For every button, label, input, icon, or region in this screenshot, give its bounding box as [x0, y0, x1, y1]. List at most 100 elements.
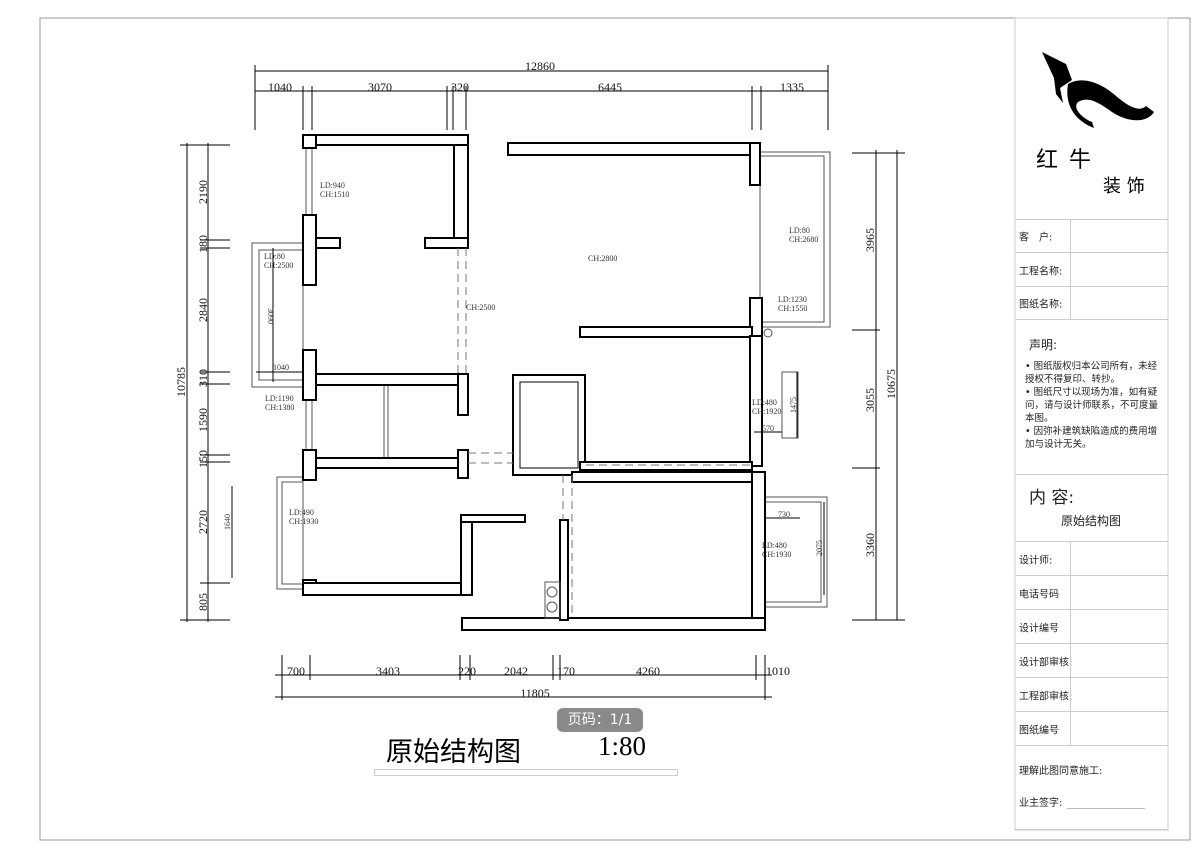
content-value: 原始结构图	[1061, 514, 1122, 528]
field-label: 设计师:	[1019, 555, 1053, 566]
ch-label: CH:1510	[320, 190, 349, 199]
field-designer: 设计师:	[1015, 542, 1168, 576]
dim-left-2: 180	[196, 235, 210, 253]
plan-title: 原始结构图	[386, 737, 521, 767]
dim-left-7: 2720	[196, 510, 210, 534]
room-labels: LD:940 CH:1510 LD:80 CH:2500 LD:1190 CH:…	[264, 181, 818, 559]
ld-label: LD:480	[752, 398, 777, 407]
ld-label: LD:480	[762, 541, 787, 550]
dim-top-5: 1335	[780, 80, 804, 94]
dim-left-3: 2840	[196, 298, 210, 322]
ch-label: CH:1930	[289, 517, 318, 526]
dim-right-3: 3360	[863, 533, 877, 557]
field-phone: 电话号码	[1015, 576, 1168, 610]
walls	[302, 134, 773, 631]
company-name-line2: 装 饰	[1103, 176, 1145, 197]
ld-label: LD:490	[289, 508, 314, 517]
dim-bottom-5: 170	[557, 664, 575, 678]
dim-right-2: 3055	[863, 388, 877, 412]
dim-inner-1040: 1040	[273, 363, 289, 372]
dim-bottom-3: 220	[458, 664, 476, 678]
field-label: 图纸编号	[1019, 725, 1059, 736]
dim-left-1: 2190	[196, 180, 210, 204]
field-label: 图纸名称:	[1019, 299, 1063, 311]
dim-inner-1640: 1640	[223, 514, 232, 530]
statement-list: • 图纸版权归本公司所有，未经授权不得复印、转抄。 • 图纸尺寸以现场为准，如有…	[1025, 360, 1165, 451]
field-drawing-name: 图纸名称:	[1015, 287, 1168, 320]
right-dimensions: 3965 3055 3360 10675	[852, 150, 905, 621]
ld-label: LD:80	[789, 226, 810, 235]
drawing-frame	[39, 17, 1191, 841]
dim-top-3: 320	[451, 80, 469, 94]
ld-label: LD:940	[320, 181, 345, 190]
ch-label: CH:1550	[778, 304, 807, 313]
dim-left-8: 805	[196, 593, 210, 611]
ch-label: CH:2800	[588, 254, 617, 263]
dim-left-4: 310	[196, 369, 210, 387]
statement-title: 声明:	[1029, 338, 1058, 352]
field-label: 工程名称:	[1019, 266, 1063, 277]
field-drawing-number: 图纸编号	[1015, 712, 1168, 746]
statement-item: • 图纸尺寸以现场为准，如有疑问，请与设计师联系，不可度量本图。	[1025, 387, 1159, 424]
ch-label: CH:2680	[789, 235, 818, 244]
dim-inner-1475: 1475	[789, 397, 798, 413]
field-label: 设计部审核:	[1019, 657, 1073, 668]
owner-sign-line[interactable]	[1067, 808, 1145, 809]
dim-bottom-7: 1010	[766, 664, 790, 678]
approve-text: 理解此图同意施工:	[1019, 766, 1103, 777]
top-dimensions: 12860 1040 3070 320 6445 1335	[254, 59, 829, 130]
statement-item: • 因弥补建筑缺陷造成的费用增加与设计无关。	[1025, 426, 1158, 450]
ch-label: CH:1930	[762, 550, 791, 559]
approval-section: 理解此图同意施工: 业主签字:	[1015, 746, 1168, 830]
ch-label: CH:1920	[752, 407, 781, 416]
inner-dimensions: 3090 1040 1640 1475 570 730 2075	[223, 248, 825, 595]
dim-inner-730: 730	[778, 510, 790, 519]
dim-left-6: 150	[196, 450, 210, 468]
left-dimensions: 2190 180 2840 310 1590 150 2720 805 1078…	[174, 143, 230, 622]
field-client: 客 户:	[1015, 219, 1168, 253]
dim-inner-3090: 3090	[266, 308, 275, 324]
statement-item: • 图纸版权归本公司所有，未经授权不得复印、转抄。	[1025, 361, 1158, 385]
dim-bottom-total: 11805	[520, 686, 550, 700]
dim-bottom-1: 700	[287, 664, 305, 678]
dim-top-1: 1040	[268, 80, 292, 94]
field-design-number: 设计编号	[1015, 610, 1168, 644]
statement-section: 声明: • 图纸版权归本公司所有，未经授权不得复印、转抄。 • 图纸尺寸以现场为…	[1015, 320, 1168, 475]
field-engineering-review: 工程部审核:	[1015, 678, 1168, 712]
ld-label: LD:1190	[265, 394, 294, 403]
field-label: 客 户:	[1019, 232, 1053, 244]
dim-bottom-4: 2042	[504, 664, 528, 678]
company-logo-icon	[1042, 52, 1154, 128]
page-number-badge: 页码：1/1	[557, 708, 643, 732]
ch-label: CH:1380	[265, 403, 294, 412]
field-label: 设计编号	[1019, 623, 1059, 634]
field-project-name: 工程名称:	[1015, 253, 1168, 287]
plan-scale: 1:80	[598, 731, 647, 761]
dim-left-5: 1590	[196, 408, 210, 432]
openings	[457, 248, 750, 618]
dim-right-1: 3965	[863, 228, 877, 252]
content-title: 内 容:	[1029, 488, 1075, 508]
ch-label: CH:2500	[466, 303, 495, 312]
field-label: 电话号码	[1019, 589, 1059, 600]
dim-right-total: 10675	[884, 369, 898, 399]
title-block-frame	[1014, 17, 1169, 831]
ch-label: CH:2500	[264, 261, 293, 270]
dim-top-total: 12860	[525, 59, 555, 73]
dim-left-total: 10785	[174, 367, 188, 397]
content-section: 内 容: 原始结构图	[1015, 475, 1168, 542]
ld-label: LD:1230	[778, 295, 807, 304]
field-design-review: 设计部审核:	[1015, 644, 1168, 678]
field-label: 工程部审核:	[1019, 691, 1073, 702]
dim-bottom-6: 4260	[636, 664, 660, 678]
bottom-dimensions: 700 3403 220 2042 170 4260 1010 11805	[275, 655, 790, 700]
dim-inner-570: 570	[762, 424, 774, 433]
dim-top-4: 6445	[598, 80, 622, 94]
title-underline	[374, 769, 678, 776]
dim-inner-2075: 2075	[815, 540, 824, 556]
dim-bottom-2: 3403	[376, 664, 400, 678]
windows	[251, 148, 831, 608]
company-name-line1: 红 牛	[1036, 148, 1093, 173]
owner-sign-label: 业主签字:	[1019, 798, 1063, 809]
